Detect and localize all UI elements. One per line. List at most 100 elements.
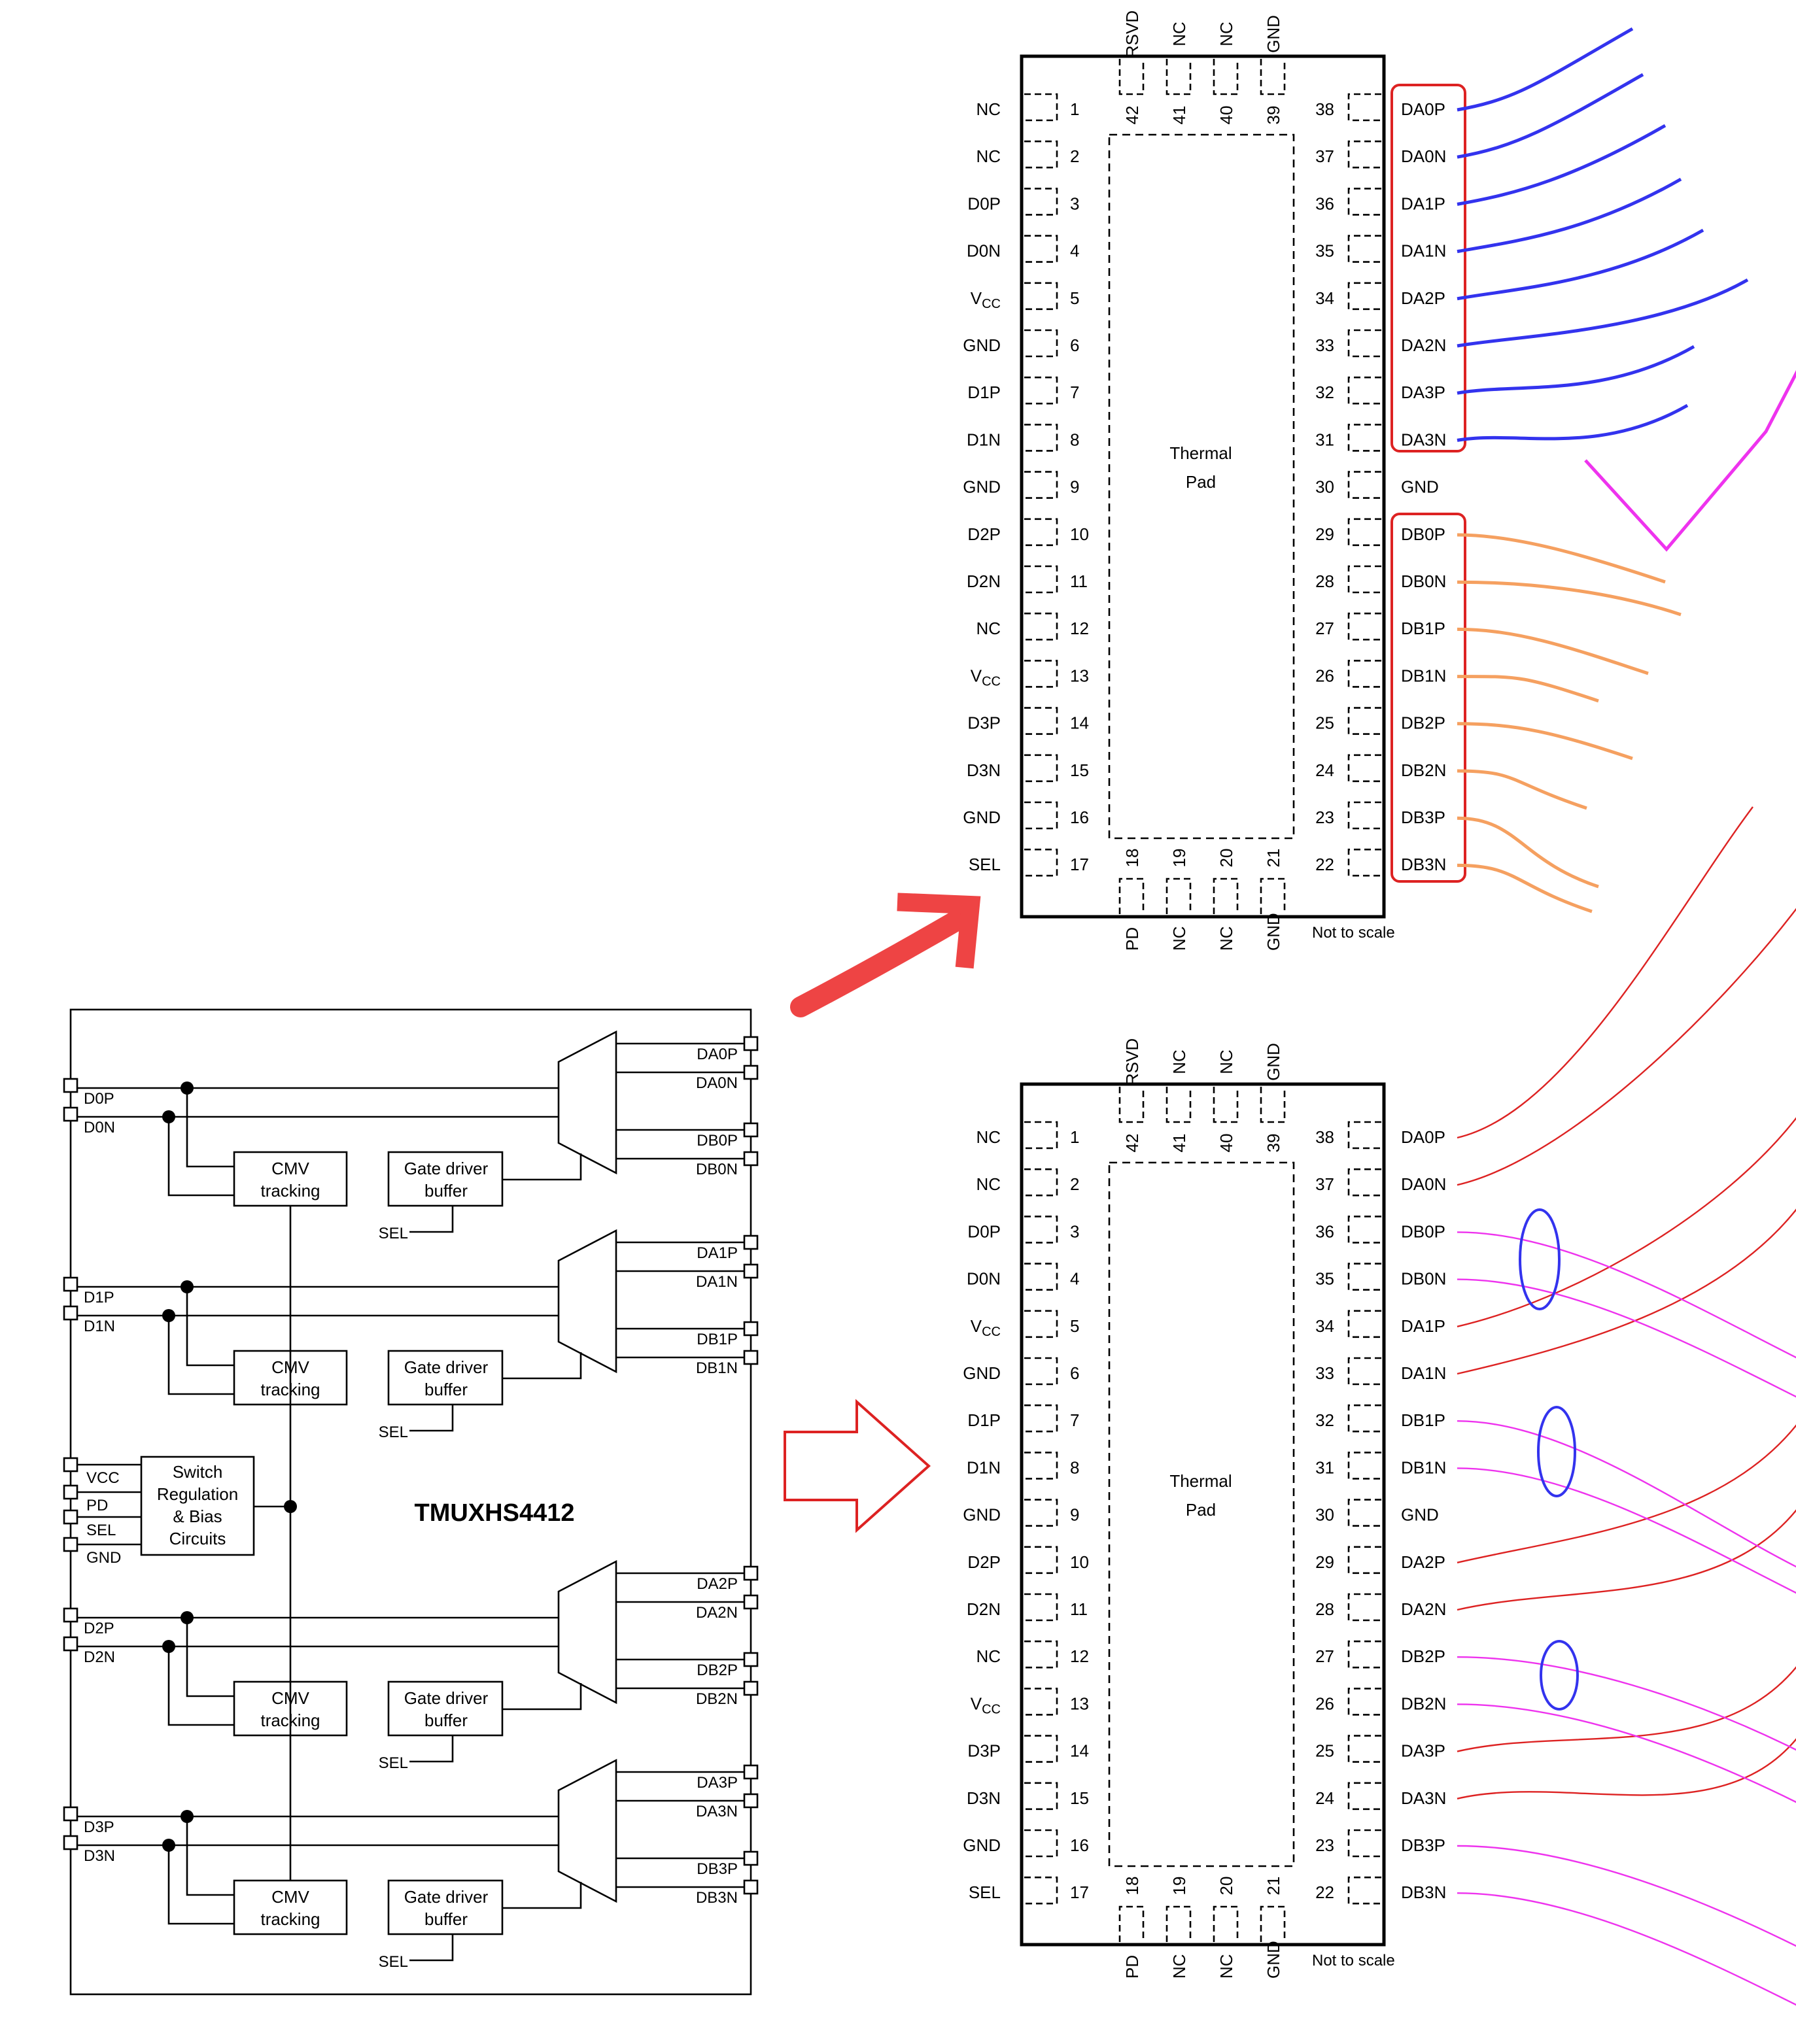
blue-trace — [1457, 124, 1666, 206]
bottom-top-pad — [1118, 1087, 1145, 1123]
blue-trace — [1457, 403, 1689, 442]
bottom-right-pad — [1347, 1452, 1381, 1480]
bottom-bottom-pin-label: PD — [1122, 1955, 1142, 1979]
output-label: DA0N — [696, 1074, 738, 1092]
mux-select-line — [502, 1153, 582, 1181]
top-right-pin-number: 27 — [1315, 619, 1334, 638]
magenta-trace — [1457, 1231, 1796, 1359]
top-top-pad — [1118, 59, 1145, 95]
bottom-right-pin-number: 31 — [1315, 1457, 1334, 1477]
bottom-left-pin-label: VCC — [971, 1694, 1001, 1716]
top-left-pin-number: 13 — [1070, 666, 1089, 685]
top-left-pad — [1024, 376, 1058, 405]
magenta-trace — [1457, 1420, 1796, 1568]
top-left-pad — [1024, 754, 1058, 783]
top-package-outline — [1020, 54, 1386, 919]
top-top-pad — [1260, 59, 1286, 95]
da-group-highlight — [1390, 84, 1466, 452]
bottom-left-pin-label: D3P — [967, 1741, 1001, 1761]
output-label: DB2P — [697, 1661, 738, 1679]
bottom-right-pin-number: 24 — [1315, 1788, 1334, 1808]
bottom-left-pin-label: D0N — [967, 1269, 1001, 1289]
top-right-pad — [1347, 565, 1381, 594]
top-right-pin-label: GND — [1401, 477, 1439, 497]
top-left-pin-number: 8 — [1070, 430, 1079, 449]
bottom-right-pad — [1347, 1876, 1381, 1905]
input-label: D1N — [84, 1318, 115, 1335]
bottom-left-pad — [1024, 1499, 1058, 1527]
top-not-to-scale: Not to scale — [1312, 924, 1395, 942]
top-right-pin-number: 29 — [1315, 524, 1334, 544]
sel-line — [409, 1206, 454, 1233]
output-terminal — [743, 1122, 759, 1138]
bottom-bottom-pad — [1118, 1905, 1145, 1942]
db-group-highlight — [1390, 513, 1466, 883]
top-right-pin-label: DB3N — [1401, 855, 1446, 874]
bottom-left-pin-number: 3 — [1070, 1221, 1079, 1241]
bottom-right-pin-label: DA0N — [1401, 1174, 1446, 1194]
top-right-pin-label: DB1P — [1401, 619, 1445, 638]
output-label: DA0P — [697, 1046, 738, 1063]
top-right-pin-label: DA3P — [1401, 383, 1445, 402]
top-right-pin-number: 31 — [1315, 430, 1334, 449]
red-trace — [1457, 1508, 1796, 1611]
magenta-trace — [1457, 1845, 1796, 1947]
blue-trace — [1457, 228, 1704, 301]
bottom-not-to-scale: Not to scale — [1312, 1952, 1395, 1969]
top-left-pin-label: D2P — [967, 524, 1001, 544]
output-label: DB1P — [697, 1331, 738, 1348]
bottom-left-pad — [1024, 1216, 1058, 1244]
input-label: D1P — [84, 1289, 114, 1306]
annotations-top — [1390, 27, 1796, 913]
bottom-right-pin-label: DA2P — [1401, 1552, 1445, 1572]
bottom-left-pin-label: GND — [963, 1363, 1001, 1383]
top-right-pin-label: DB3P — [1401, 808, 1445, 827]
top-right-pad — [1347, 376, 1381, 405]
bottom-left-pad — [1024, 1735, 1058, 1763]
bottom-right-pin-number: 30 — [1315, 1505, 1334, 1525]
bottom-left-pin-label: GND — [963, 1835, 1001, 1855]
top-thermal-pad — [1108, 133, 1295, 840]
orange-trace — [1457, 816, 1599, 889]
input-label: D0N — [84, 1119, 115, 1136]
top-top-pin-number: 42 — [1122, 106, 1142, 125]
top-right-pin-number: 36 — [1315, 194, 1334, 213]
bottom-left-pin-label: VCC — [971, 1316, 1001, 1339]
top-bottom-pad — [1166, 877, 1192, 914]
top-right-pad — [1347, 848, 1381, 877]
bottom-left-pad — [1024, 1357, 1058, 1386]
output-label: DA2N — [696, 1604, 738, 1622]
top-left-pin-label: GND — [963, 335, 1001, 355]
top-left-pin-number: 12 — [1070, 619, 1089, 638]
bottom-top-pin-label: NC — [1169, 1049, 1189, 1074]
red-trace — [1457, 908, 1796, 1186]
output-terminal — [743, 1764, 759, 1780]
top-bottom-pin-label: GND — [1264, 913, 1283, 951]
bottom-right-pad — [1347, 1735, 1381, 1763]
input-terminal — [63, 1636, 78, 1652]
bottom-right-pad — [1347, 1310, 1381, 1338]
bottom-right-pad — [1347, 1499, 1381, 1527]
bottom-left-pin-number: 9 — [1070, 1505, 1079, 1525]
output-terminal — [743, 1235, 759, 1250]
brush-arrow-stroke — [790, 905, 976, 1017]
bottom-right-pin-label: DB3N — [1401, 1882, 1446, 1902]
bottom-left-pin-label: D2P — [967, 1552, 1001, 1572]
gate-driver-label: buffer — [424, 1711, 468, 1730]
bottom-left-pad — [1024, 1782, 1058, 1811]
bottom-right-pin-number: 37 — [1315, 1174, 1334, 1194]
red-trace — [1457, 806, 1753, 1139]
top-left-pin-label: D0P — [967, 194, 1001, 213]
bottom-right-pad — [1347, 1357, 1381, 1386]
blue-trace — [1457, 345, 1695, 395]
top-top-pin-label: RSVD — [1122, 10, 1142, 58]
top-left-pin-number: 9 — [1070, 477, 1079, 497]
top-left-pin-label: NC — [976, 146, 1001, 166]
top-right-pin-label: DA1N — [1401, 241, 1446, 261]
output-label: DA2P — [697, 1575, 738, 1593]
orange-trace — [1457, 863, 1593, 913]
top-pad-label-2: Pad — [1186, 472, 1216, 492]
cmv-label: tracking — [260, 1181, 320, 1201]
top-right-pad — [1347, 660, 1381, 688]
